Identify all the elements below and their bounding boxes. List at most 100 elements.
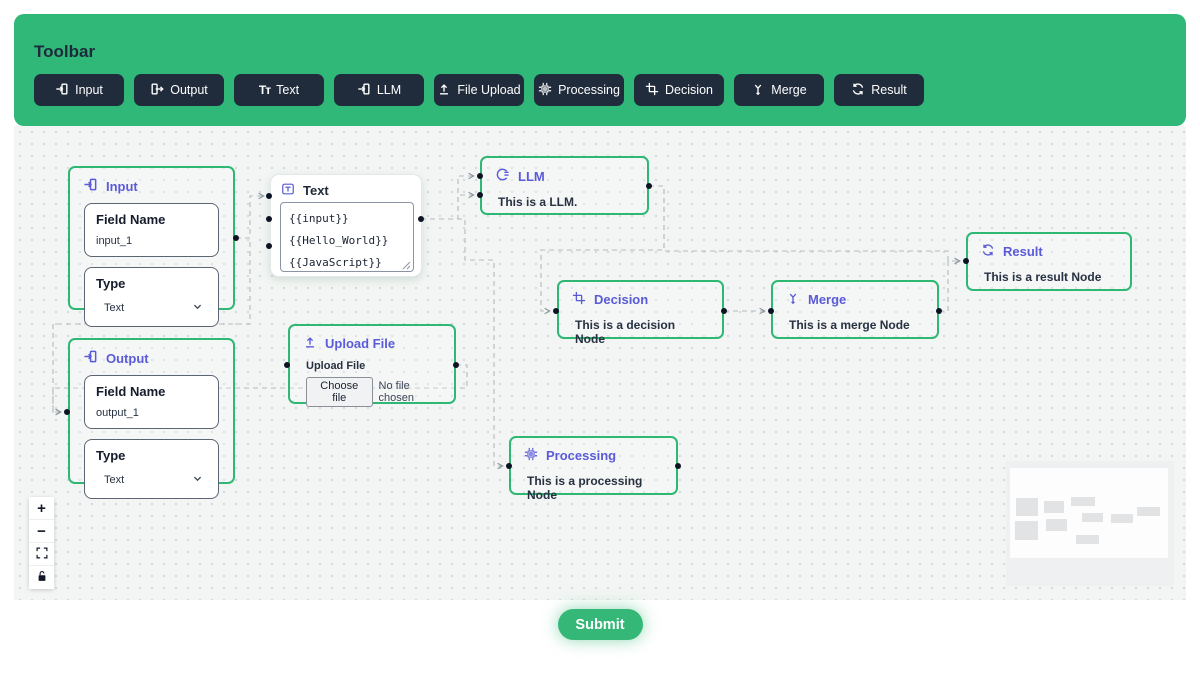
type-select[interactable]: Text <box>96 299 207 317</box>
minimap-node-upload <box>1046 519 1067 531</box>
output-field-name-box: Field Name output_1 <box>84 375 219 429</box>
edge-text-llm-2 <box>421 191 475 220</box>
handle-merge-source[interactable] <box>936 308 942 314</box>
node-merge[interactable]: Merge This is a merge Node <box>771 280 939 339</box>
node-llm[interactable]: LLM This is a LLM. <box>480 156 649 215</box>
canvas-controls: + − <box>29 497 54 589</box>
type-label: Type <box>96 276 126 291</box>
chevron-down-icon <box>192 299 203 317</box>
handle-text-target-1[interactable] <box>266 193 272 199</box>
node-decision[interactable]: Decision This is a decision Node <box>557 280 724 346</box>
toolbar-result-button[interactable]: Result <box>834 74 924 106</box>
upload-icon <box>303 335 317 352</box>
box-arrow-in-icon <box>357 82 371 99</box>
node-llm-header: LLM <box>482 158 647 189</box>
toolbar-output-button[interactable]: Output <box>134 74 224 106</box>
handle-merge-target[interactable] <box>768 308 774 314</box>
node-title: Decision <box>594 292 649 307</box>
node-title: Text <box>303 183 329 198</box>
toolbar-input-button[interactable]: Input <box>34 74 124 106</box>
lock-button[interactable] <box>29 566 54 589</box>
handle-llm-source[interactable] <box>646 183 652 189</box>
toolbar-panel: Toolbar Input Output Tᴛ Text LLM File Up… <box>14 14 1186 126</box>
node-decision-header: Decision <box>559 282 722 312</box>
handle-input-source[interactable] <box>233 235 239 241</box>
text-badge-icon <box>281 182 295 199</box>
minimap-node-output <box>1015 521 1038 540</box>
minimap-node-input <box>1016 498 1038 516</box>
upload-field-label: Upload File <box>306 360 366 372</box>
node-upload-file[interactable]: Upload File Upload File Choose file No f… <box>288 324 456 407</box>
toolbar-merge-button[interactable]: Merge <box>734 74 824 106</box>
plus-icon: + <box>37 499 46 517</box>
toolbar-title: Toolbar <box>34 42 96 61</box>
node-output[interactable]: Output Field Name output_1 Type Text <box>68 338 235 499</box>
box-arrow-in-icon <box>55 82 69 99</box>
field-name-input[interactable]: input_1 <box>96 235 133 247</box>
minimap-node-llm <box>1071 497 1095 506</box>
repeat-icon <box>981 243 995 260</box>
handle-decision-source[interactable] <box>721 308 727 314</box>
edge-merge-result <box>939 257 961 312</box>
type-label: Type <box>96 448 126 463</box>
handle-result-target[interactable] <box>963 258 969 264</box>
handle-decision-target[interactable] <box>553 308 559 314</box>
box-arrow-out-icon <box>150 82 164 99</box>
handle-processing-target[interactable] <box>506 463 512 469</box>
node-title: Output <box>106 350 149 366</box>
resize-handle-icon[interactable] <box>402 260 411 270</box>
handle-upload-target[interactable] <box>284 362 290 368</box>
output-type-box: Type Text <box>84 439 219 499</box>
submit-button[interactable]: Submit <box>557 609 643 640</box>
handle-llm-target-1[interactable] <box>477 173 483 179</box>
handle-llm-target-2[interactable] <box>477 192 483 198</box>
node-processing[interactable]: Processing This is a processing Node <box>509 436 678 502</box>
chip-icon <box>524 447 538 464</box>
minimap-node-processing <box>1076 535 1099 544</box>
handle-processing-source[interactable] <box>675 463 681 469</box>
node-input[interactable]: Input Field Name input_1 Type Text <box>68 166 235 327</box>
chip-icon <box>538 82 552 99</box>
node-input-header: Input <box>70 168 233 199</box>
toolbar-file-upload-button[interactable]: File Upload <box>434 74 524 106</box>
field-name-label: Field Name <box>96 384 166 399</box>
minimap-node-decision <box>1082 513 1103 522</box>
field-name-input[interactable]: output_1 <box>96 407 139 419</box>
handle-text-target-2[interactable] <box>266 216 272 222</box>
toolbar-decision-button[interactable]: Decision <box>634 74 724 106</box>
handle-output-target[interactable] <box>64 409 70 415</box>
flow-canvas[interactable]: Input Field Name input_1 Type Text Text … <box>14 126 1186 600</box>
node-result-body: This is a result Node <box>984 270 1102 284</box>
crop-icon <box>572 291 586 308</box>
minimap[interactable] <box>1006 461 1174 586</box>
edge-input-text <box>236 192 265 239</box>
node-title: Upload File <box>325 336 396 351</box>
chevron-down-icon <box>192 471 203 489</box>
handle-text-target-3[interactable] <box>266 243 272 249</box>
node-title: LLM <box>518 168 545 184</box>
handle-upload-source[interactable] <box>453 362 459 368</box>
input-field-name-box: Field Name input_1 <box>84 203 219 257</box>
toolbar-processing-button[interactable]: Processing <box>534 74 624 106</box>
node-result-header: Result <box>968 234 1130 264</box>
submit-row: Submit <box>0 609 1200 640</box>
toolbar-llm-button[interactable]: LLM <box>334 74 424 106</box>
box-arrow-in-icon <box>83 349 98 367</box>
zoom-in-button[interactable]: + <box>29 497 54 520</box>
zoom-out-button[interactable]: − <box>29 520 54 543</box>
handle-text-source[interactable] <box>418 216 424 222</box>
input-type-box: Type Text <box>84 267 219 327</box>
toolbar-text-button[interactable]: Tᴛ Text <box>234 74 324 106</box>
type-select[interactable]: Text <box>96 471 207 489</box>
node-text[interactable]: Text {{input}} {{Hello_World}} {{JavaScr… <box>270 174 422 277</box>
fit-view-icon <box>36 546 48 563</box>
upload-icon <box>437 82 451 99</box>
node-result[interactable]: Result This is a result Node <box>966 232 1132 291</box>
fit-view-button[interactable] <box>29 543 54 566</box>
node-output-header: Output <box>70 340 233 371</box>
choose-file-button[interactable]: Choose file <box>306 377 373 407</box>
repeat-icon <box>851 82 865 99</box>
text-template-textarea[interactable]: {{input}} {{Hello_World}} {{JavaScript}} <box>280 202 414 272</box>
no-file-chosen-text: No file chosen <box>378 380 415 404</box>
lock-open-icon <box>36 569 48 586</box>
